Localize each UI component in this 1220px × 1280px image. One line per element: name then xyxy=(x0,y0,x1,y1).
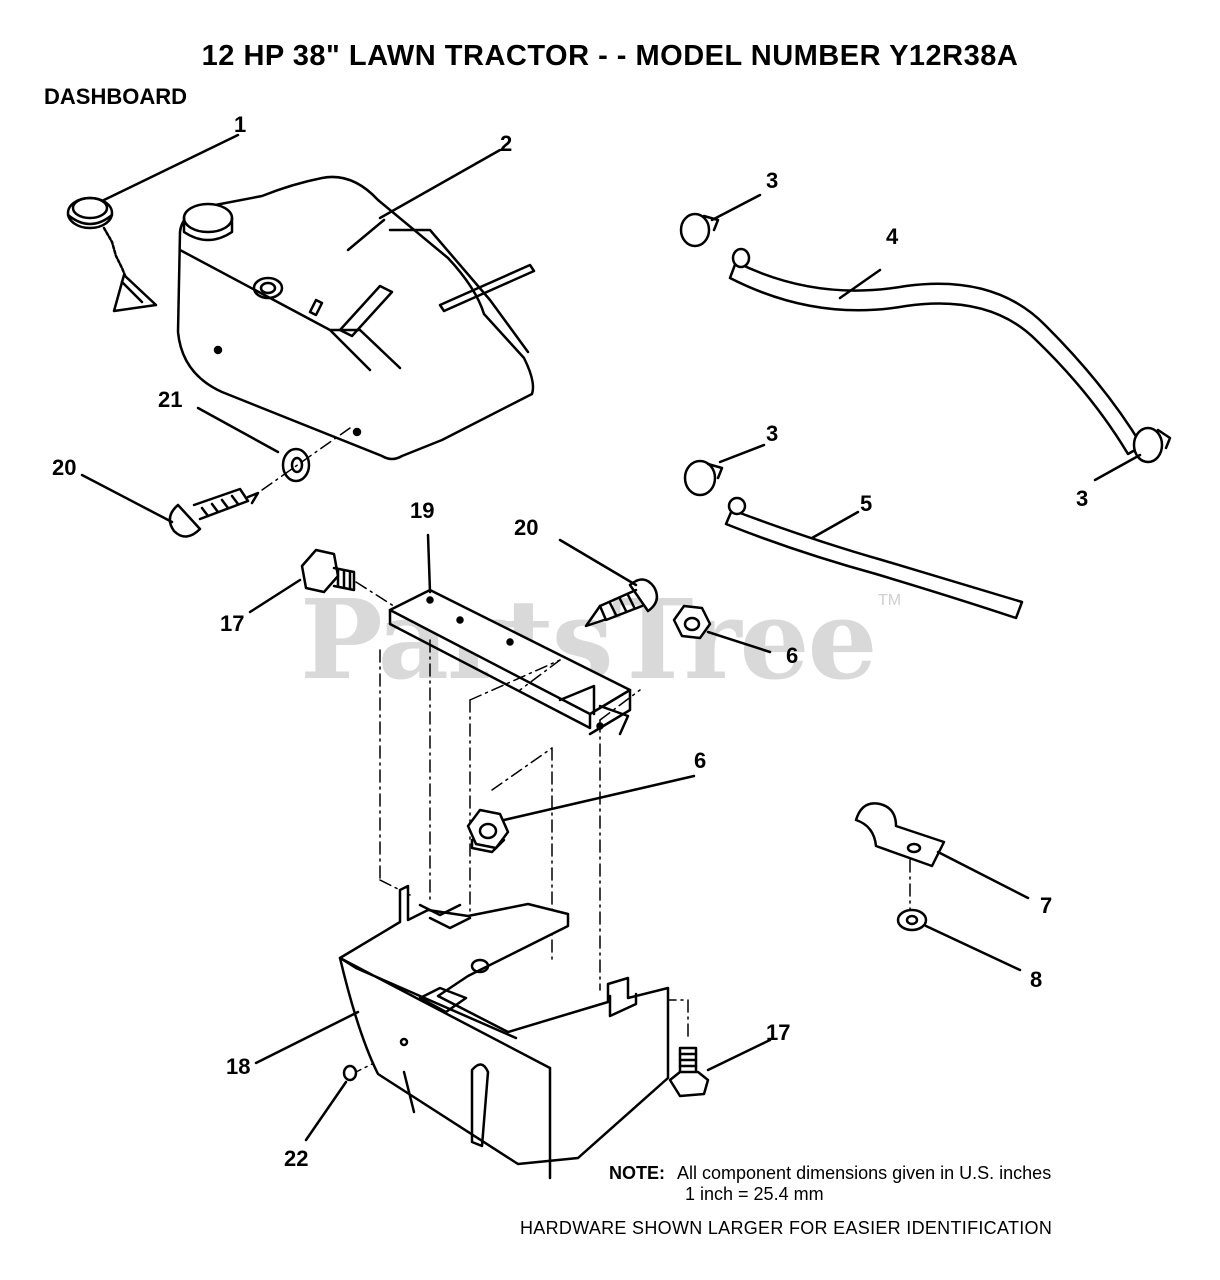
note-line-1: All component dimensions given in U.S. i… xyxy=(677,1163,1052,1183)
leader-7 xyxy=(936,850,1030,900)
leader-3a xyxy=(710,193,762,222)
leader-1 xyxy=(102,133,240,202)
leader-3c xyxy=(1093,453,1142,482)
part-3-clamp-right xyxy=(1132,426,1172,464)
leader-22 xyxy=(304,1080,348,1142)
callout-6: 6 xyxy=(786,643,799,668)
part-17-bolt-upper xyxy=(300,548,356,594)
part-6-nut-lower xyxy=(466,808,510,854)
part-20-screw-upper xyxy=(168,487,260,538)
part-22-plug xyxy=(342,1064,358,1082)
leader-2 xyxy=(378,148,502,220)
callout-22: 22 xyxy=(284,1146,309,1171)
leader-8 xyxy=(924,924,1022,972)
section-label: DASHBOARD xyxy=(44,84,187,109)
part-21-washer xyxy=(281,447,311,483)
part-4-hose-upper xyxy=(728,247,1144,456)
callout-6: 6 xyxy=(694,748,707,773)
callout-4: 4 xyxy=(886,224,899,249)
leader-5 xyxy=(810,510,860,540)
leader-6a xyxy=(706,630,772,654)
assembly-lines xyxy=(349,639,911,1076)
callout-19: 19 xyxy=(410,498,435,523)
part-19-bracket xyxy=(388,588,632,736)
leader-21 xyxy=(196,406,280,454)
part-17-bolt-lower xyxy=(668,1046,710,1098)
leader-20b xyxy=(558,538,638,587)
callout-21: 21 xyxy=(158,387,183,412)
part-3-clamp-middle xyxy=(683,459,724,497)
leader-18 xyxy=(254,1010,360,1065)
part-8-washer xyxy=(896,908,928,932)
callout-20: 20 xyxy=(514,515,539,540)
leader-4 xyxy=(838,268,882,300)
part-1-fuel-cap xyxy=(66,196,158,313)
callout-7: 7 xyxy=(1040,893,1053,918)
callout-17: 17 xyxy=(220,611,245,636)
note-label: NOTE: xyxy=(609,1163,665,1183)
leader-20a xyxy=(80,473,174,524)
part-6-nut-upper xyxy=(672,604,712,640)
callout-3: 3 xyxy=(1076,486,1089,511)
part-18-lower-console xyxy=(338,884,670,1180)
leader-3b xyxy=(718,443,766,464)
callout-5: 5 xyxy=(860,491,873,516)
callout-3: 3 xyxy=(766,168,779,193)
leader-17b xyxy=(706,1038,772,1072)
callout-3: 3 xyxy=(766,421,779,446)
leader-19 xyxy=(426,533,432,594)
callout-1: 1 xyxy=(234,112,247,137)
part-5-hose-lower xyxy=(724,496,1024,620)
callout-18: 18 xyxy=(226,1054,251,1079)
leader-17a xyxy=(248,578,302,614)
callout-20: 20 xyxy=(52,455,77,480)
part-7-clip xyxy=(854,802,946,868)
part-20-screw-middle xyxy=(584,578,659,628)
part-3-clamp-upper xyxy=(679,212,720,248)
watermark-tm: TM xyxy=(878,592,902,609)
dimensions-note: NOTE: All component dimensions given in U… xyxy=(609,1163,1051,1205)
hardware-note: HARDWARE SHOWN LARGER FOR EASIER IDENTIF… xyxy=(520,1218,1053,1238)
note-line-2: 1 inch = 25.4 mm xyxy=(685,1184,824,1204)
part-2-dash-cover xyxy=(176,175,536,461)
callout-17: 17 xyxy=(766,1020,791,1045)
callout-8: 8 xyxy=(1030,967,1043,992)
callout-2: 2 xyxy=(500,131,513,156)
leader-6b xyxy=(502,774,696,822)
diagram-title: 12 HP 38" LAWN TRACTOR - - MODEL NUMBER … xyxy=(201,40,1019,72)
